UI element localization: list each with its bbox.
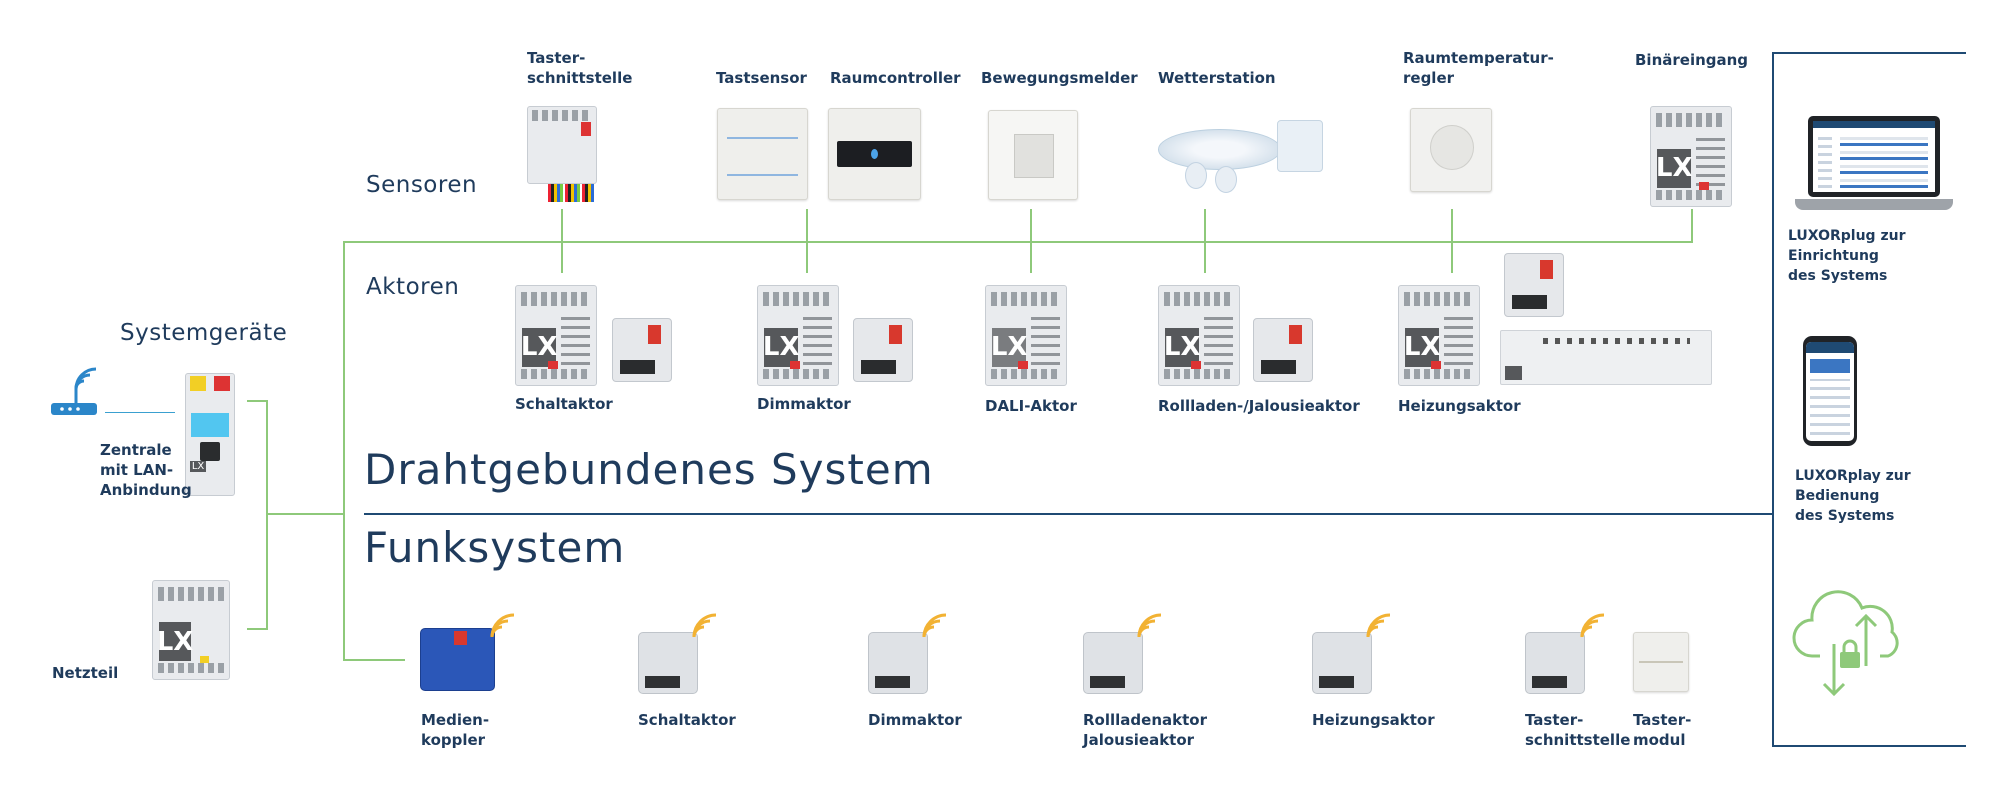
wired-system-title: Drahtgebundenes System [364,445,934,494]
drop-line-6 [1691,209,1693,243]
sensor-label: Raumcontroller [830,69,961,87]
taster-interface-device [527,106,597,184]
heizungsaktor-din-device: LX [1398,285,1480,386]
router-icon [48,365,100,423]
wireless-label: Rollladenaktor Jalousieaktor [1083,711,1207,749]
phone-icon [1803,336,1857,446]
funk-dimmaktor-device [868,632,928,694]
actuator-label: Dimmaktor [757,395,851,413]
funk-heizungsaktor-device [1312,632,1372,694]
system-bracket-bottom [247,628,268,630]
router-link-line [105,412,175,413]
system-bracket-vertical [266,400,268,630]
drop-line-3 [1030,209,1032,273]
schaltaktor-din-device: LX [515,285,597,386]
netzteil-device: LX [152,580,230,680]
medienkoppler-device [420,628,495,691]
rollladenaktor-din-device: LX [1158,285,1240,386]
sensor-label: Wetterstation [1158,69,1276,87]
system-link-line [268,513,345,515]
zentrale-device: LX [185,373,235,496]
drop-line-1 [561,209,563,273]
dimmaktor-flush-device [853,318,913,382]
apps-bracket-vertical [1772,52,1774,747]
drop-line-2 [806,209,808,273]
sensor-label: Tastsensor [716,69,807,87]
wireless-label: Dimmaktor [868,711,962,729]
zentrale-label: Zentrale mit LAN- Anbindung [100,441,192,499]
taster-interface-wires [548,184,594,202]
system-devices-heading: Systemgeräte [120,320,288,346]
tastsensor-device [717,108,808,200]
heizungsaktor-rail-device [1500,330,1712,385]
funk-rollladenaktor-device [1083,632,1143,694]
raumcontroller-device [828,108,921,200]
cloud-lock-icon [1792,590,1899,697]
drop-line-5 [1451,209,1453,273]
funk-tastermodul-device [1633,632,1689,692]
wireless-label: Taster- modul [1633,711,1692,749]
wireless-feed-line [343,659,405,661]
luxorplug-label: LUXORplug zur Einrichtung des Systems [1788,228,1906,284]
laptop-icon [1795,116,1953,210]
funk-schaltaktor-device [638,632,698,694]
wireless-label: Medien- koppler [421,711,490,749]
wireless-signal-icon [1137,613,1162,638]
actuator-label: Rollladen-/Jalousieaktor [1158,397,1360,415]
actuators-heading: Aktoren [366,274,460,300]
dimmaktor-din-device: LX [757,285,839,386]
funk-tasterschnittstelle-device [1525,632,1585,694]
raumtemperaturregler-device [1410,108,1492,192]
apps-bracket-bottom [1772,745,1966,747]
apps-bracket-top [1772,52,1966,54]
luxorplay-label: LUXORplay zur Bedienung des Systems [1795,468,1911,524]
drop-line-4 [1204,209,1206,273]
wireless-signal-icon [692,613,717,638]
netzteil-label: Netzteil [52,664,119,682]
wetterstation-device [1158,110,1326,206]
sensor-label: Binäreingang [1635,51,1749,69]
heizungsaktor-flush-device [1504,253,1564,317]
wireless-signal-icon [490,613,515,638]
sensor-label: Bewegungsmelder [981,69,1138,87]
wireless-label: Schaltaktor [638,711,736,729]
actuator-label: Schaltaktor [515,395,613,413]
main-vertical-line [343,241,345,661]
wireless-signal-icon [1580,613,1605,638]
rollladenaktor-flush-device [1253,318,1313,382]
sensors-heading: Sensoren [366,172,478,198]
bewegungsmelder-device [988,110,1078,200]
wireless-signal-icon [1366,613,1391,638]
binaereingang-device: LX [1650,106,1732,207]
wireless-signal-icon [922,613,947,638]
sensor-bus-line [343,241,1693,243]
wired-wireless-divider [364,513,1774,515]
system-bracket-top [247,400,268,402]
wireless-label: Heizungsaktor [1312,711,1435,729]
dali-aktor-device: LX [985,285,1067,386]
schaltaktor-flush-device [612,318,672,382]
sensor-label: Taster- schnittstelle [527,49,633,87]
actuator-label: DALI-Aktor [985,397,1077,415]
wireless-label: Taster- schnittstelle [1525,711,1631,749]
wireless-system-title: Funksystem [364,523,626,572]
actuator-label: Heizungsaktor [1398,397,1521,415]
sensor-label: Raumtemperatur- regler [1403,49,1554,87]
